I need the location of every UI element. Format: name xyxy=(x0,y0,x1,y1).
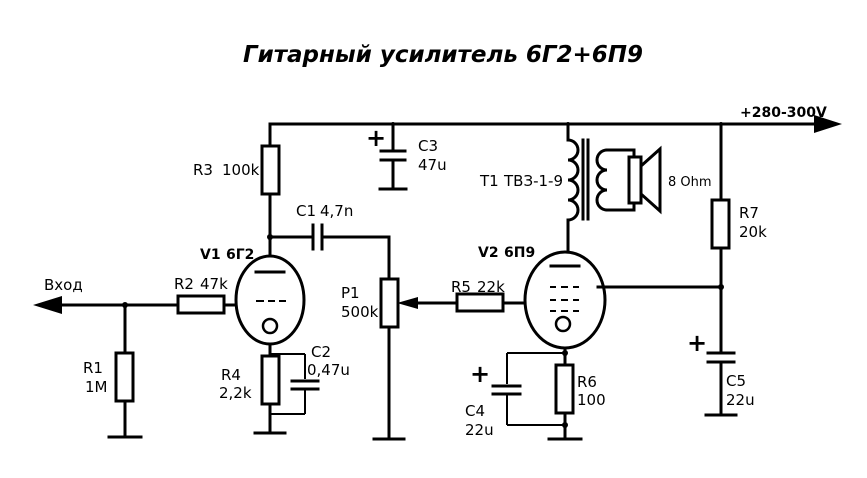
capacitor-c2: C2 0,47u xyxy=(270,343,350,415)
v1-value: 6Г2 xyxy=(226,247,254,263)
c4-name: C4 xyxy=(465,402,485,420)
c3-name: C3 xyxy=(418,137,438,155)
resistor-r7: R7 20k xyxy=(710,122,767,353)
c1-value: 4,7n xyxy=(320,202,353,220)
v2-value: 6П9 xyxy=(504,245,535,261)
capacitor-c5: + C5 22u xyxy=(687,329,755,417)
v1-name: V1 xyxy=(200,247,221,263)
p1-value: 500k xyxy=(341,303,379,321)
schematic-title: Гитарный усилитель 6Г2+6П9 xyxy=(243,42,643,68)
c5-name: C5 xyxy=(726,372,746,390)
r4-value: 2,2k xyxy=(219,384,252,402)
c3-plus-sign: + xyxy=(366,124,386,152)
p1-name: P1 xyxy=(341,284,360,302)
c5-plus-sign: + xyxy=(687,329,707,357)
supply-rail: +280-300V xyxy=(268,105,842,133)
r2-name: R2 xyxy=(174,275,194,293)
resistor-r3: R3 100k xyxy=(193,122,281,258)
r6-value: 100 xyxy=(577,391,606,409)
capacitor-c1: C1 4,7n xyxy=(268,202,391,251)
v2-name: V2 xyxy=(478,245,499,261)
r2-value: 47k xyxy=(200,275,228,293)
c2-value: 0,47u xyxy=(307,361,350,379)
r5-name: R5 xyxy=(451,278,471,296)
speaker-impedance-label: 8 Ohm xyxy=(668,175,712,190)
r5-value: 22k xyxy=(477,278,505,296)
input-label: Вход xyxy=(44,276,83,294)
t1-value: ТВЗ-1-9 xyxy=(503,172,563,190)
r7-name: R7 xyxy=(739,204,759,222)
r4-name: R4 xyxy=(221,366,241,384)
resistor-r6: R6 100 xyxy=(547,346,606,441)
r3-value: 100k xyxy=(222,161,260,179)
r3-name: R3 xyxy=(193,161,213,179)
c5-value: 22u xyxy=(726,391,755,409)
r7-value: 20k xyxy=(739,223,767,241)
r6-name: R6 xyxy=(577,373,597,391)
resistor-r2: R2 47k xyxy=(174,275,246,315)
capacitor-c4: + C4 22u xyxy=(465,352,565,439)
transformer-t1: T1 ТВЗ-1-9 xyxy=(479,122,609,254)
c2-name: C2 xyxy=(311,343,331,361)
r1-name: R1 xyxy=(83,359,103,377)
resistor-r4: R4 2,2k xyxy=(219,342,287,435)
supply-voltage-label: +280-300V xyxy=(740,105,827,121)
c4-value: 22u xyxy=(465,421,494,439)
c3-value: 47u xyxy=(418,156,447,174)
t1-name: T1 xyxy=(479,172,499,190)
input-terminal: Вход xyxy=(33,276,180,314)
capacitor-c3: + C3 47u xyxy=(366,122,447,191)
screen-grid-wire xyxy=(596,284,724,290)
r1-value: 1M xyxy=(85,378,108,396)
resistor-r5: R5 22k xyxy=(451,278,532,313)
c4-plus-sign: + xyxy=(470,360,490,388)
potentiometer-p1: P1 500k xyxy=(341,235,459,441)
c1-name: C1 xyxy=(296,202,316,220)
resistor-r1: R1 1M xyxy=(83,303,143,439)
speaker-icon: 8 Ohm xyxy=(605,145,712,215)
